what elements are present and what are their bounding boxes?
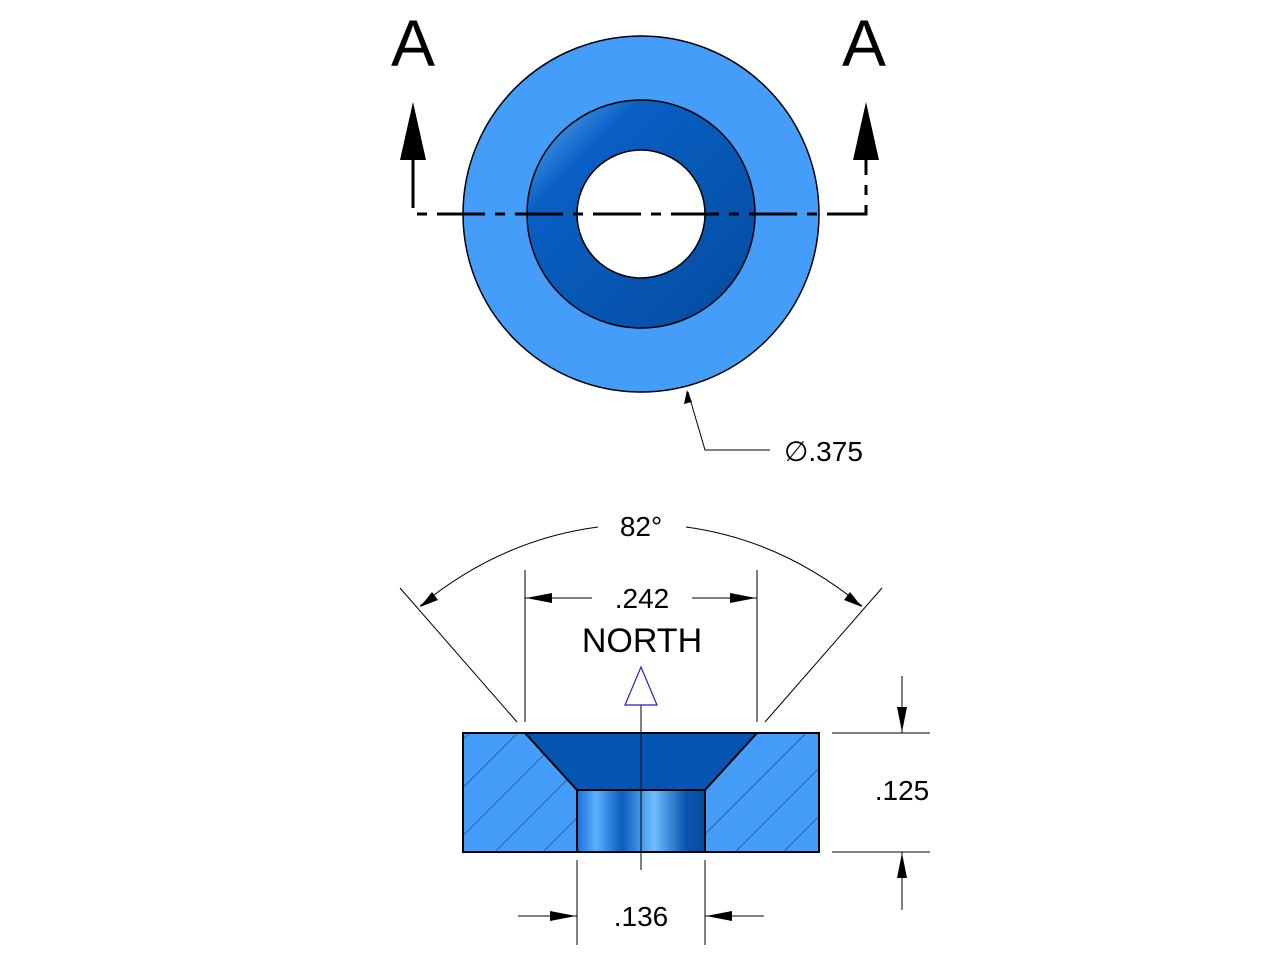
top-view: A A ∅.375	[391, 6, 886, 467]
section-label-left: A	[391, 6, 435, 80]
angle-arrow-right-icon	[844, 592, 862, 607]
dim-arrow-icon	[550, 911, 576, 921]
north-label: NORTH	[582, 622, 702, 660]
diameter-leader	[687, 391, 770, 451]
dim-arrow-icon	[897, 853, 907, 878]
outer-diameter-label: ∅.375	[784, 436, 863, 467]
section-arrow-right-icon	[853, 102, 879, 160]
dim-arrow-icon	[526, 593, 552, 603]
north-arrow-icon	[624, 665, 658, 706]
angle-label: 82°	[620, 511, 662, 542]
hole-diameter-label: .136	[614, 901, 669, 932]
leader-arrow-icon	[684, 390, 692, 404]
section-label-right: A	[842, 6, 886, 80]
dim-arrow-icon	[897, 707, 907, 732]
section-line	[411, 160, 868, 216]
thickness-label: .125	[875, 775, 930, 806]
angle-arc-right	[685, 526, 863, 607]
angle-arrow-left-icon	[420, 592, 438, 607]
section-arrow-left-icon	[400, 102, 426, 160]
countersink-diameter-label: .242	[615, 583, 670, 614]
angle-arc-left	[419, 526, 599, 607]
dim-arrow-icon	[706, 911, 732, 921]
angle-ext-right	[764, 587, 883, 723]
section-view: 82° .242 NORTH .125 .136	[399, 511, 930, 945]
angle-ext-left	[399, 587, 518, 723]
dim-arrow-icon	[730, 593, 756, 603]
